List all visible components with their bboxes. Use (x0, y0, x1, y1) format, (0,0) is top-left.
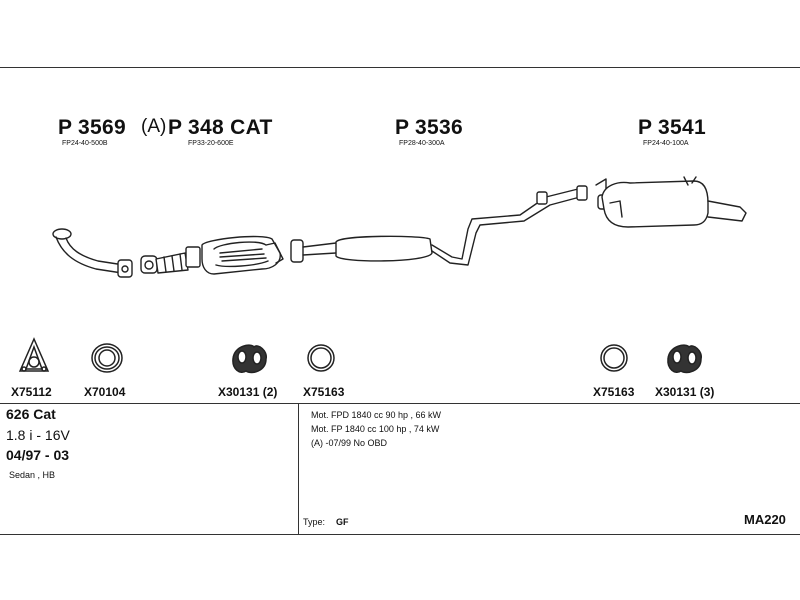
exhaust-system-diagram (18, 176, 747, 374)
vehicle-body: Sedan , HB (9, 470, 56, 480)
part-number: P 3536 (395, 116, 463, 139)
part-number: P 3541 (638, 116, 706, 139)
type-value: GF (336, 517, 349, 527)
engine-line: Mot. FPD 1840 cc 90 hp , 66 kW (311, 410, 442, 420)
ring-icon (307, 344, 335, 372)
part-number: P 348 CAT (168, 116, 273, 139)
part-code: FP24-40-500B (62, 140, 108, 147)
part-number: P 3569 (58, 116, 126, 139)
part-code: FP28-40-300A (399, 140, 445, 147)
vehicle-years: 04/97 - 03 (6, 447, 70, 463)
accessory-label: X70104 (84, 385, 126, 399)
rubber-hanger-icon (232, 344, 267, 374)
part-code: FP33-20-600E (188, 140, 234, 147)
engine-line: (A) -07/99 No OBD (311, 438, 388, 448)
ring-icon (600, 344, 628, 372)
rubber-hanger-icon (667, 344, 702, 374)
accessory-label: X75163 (593, 385, 635, 399)
vehicle-model: 626 Cat (6, 406, 56, 422)
vehicle-engine: 1.8 i - 16V (6, 427, 70, 443)
accessory-label: X75112 (11, 385, 52, 399)
accessory-label: X30131 (3) (655, 385, 715, 399)
ring-gasket-icon (91, 343, 123, 373)
part-code: FP24-40-100A (643, 140, 689, 147)
rear-silencer-drawing (595, 176, 747, 228)
front-pipe-drawing (52, 228, 133, 278)
part-note: (A) (141, 116, 167, 137)
catalytic-converter-drawing (140, 235, 284, 275)
accessory-label: X75163 (303, 385, 345, 399)
info-divider-vertical (298, 403, 299, 535)
middle-pipe-drawing (290, 185, 588, 266)
engine-line: Mot. FP 1840 cc 100 hp , 74 kW (311, 424, 440, 434)
accessory-label: X30131 (2) (218, 385, 278, 399)
diagram-frame (0, 67, 800, 535)
type-label: Type: (303, 517, 326, 527)
info-divider-horizontal (0, 403, 800, 404)
diagram-code: MA220 (744, 512, 786, 527)
triangle-gasket-icon (18, 337, 50, 372)
